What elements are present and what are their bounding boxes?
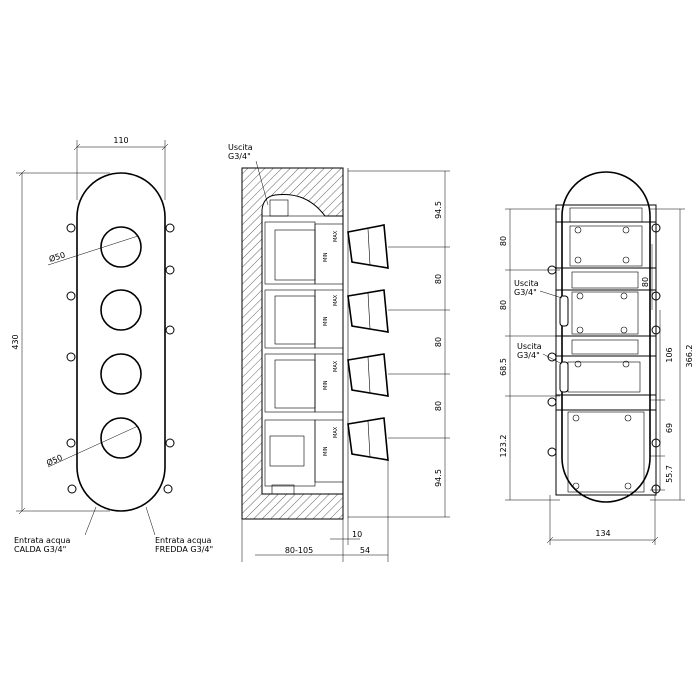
control-hole-1 — [100, 226, 142, 268]
back-outlet2-line1: Uscita — [517, 342, 542, 351]
outlet-label-line1: Uscita — [228, 143, 253, 152]
svg-text:80: 80 — [641, 277, 650, 287]
height-dim-text: 430 — [11, 334, 20, 349]
svg-text:80: 80 — [434, 337, 443, 347]
inlet-hot-line2: CALDA G3/4" — [14, 545, 66, 554]
inlet-cold-line1: Entrata acqua — [155, 536, 211, 545]
back-outlet1-line2: G3/4" — [514, 288, 537, 297]
back-view: 80 80 68.5 123.2 Uscita G3/4" Uscita G3/… — [499, 171, 694, 545]
knobs — [347, 224, 389, 461]
svg-text:80: 80 — [499, 236, 508, 246]
svg-text:MAX: MAX — [333, 230, 339, 242]
svg-text:69: 69 — [665, 423, 674, 433]
wall-section — [241, 167, 344, 520]
dim-10-text: 10 — [352, 530, 362, 539]
control-hole-4 — [100, 417, 142, 459]
svg-text:106: 106 — [665, 347, 674, 362]
back-right-dimensions: 80 106 366.2 69 55.7 — [641, 208, 694, 501]
svg-text:MIN: MIN — [323, 380, 329, 390]
max-min-labels: MAX MIN MAX MIN MAX MIN MAX MIN — [323, 230, 339, 456]
svg-text:MAX: MAX — [333, 426, 339, 438]
svg-text:MIN: MIN — [323, 446, 329, 456]
svg-text:68.5: 68.5 — [499, 358, 508, 376]
svg-text:MIN: MIN — [323, 316, 329, 326]
side-view: MAX MIN MAX MIN MAX MIN MAX MIN Uscita G… — [228, 143, 450, 562]
front-plate-outline — [76, 172, 166, 512]
svg-text:MAX: MAX — [333, 294, 339, 306]
control-hole-3 — [100, 353, 142, 395]
control-hole-2 — [100, 289, 142, 331]
dim-134-text: 134 — [595, 529, 610, 538]
dim-54-text: 54 — [360, 546, 370, 555]
back-plate-outline — [561, 171, 651, 503]
svg-text:80: 80 — [434, 274, 443, 284]
svg-text:MIN: MIN — [323, 252, 329, 262]
svg-text:94.5: 94.5 — [434, 469, 443, 487]
svg-text:366.2: 366.2 — [685, 345, 694, 368]
back-outlet2-line2: G3/4" — [517, 351, 540, 360]
svg-text:80: 80 — [499, 300, 508, 310]
inlet-hot-line1: Entrata acqua — [14, 536, 70, 545]
dia-bottom-text: Ø50 — [45, 452, 64, 468]
side-bottom-dimensions: 10 80-105 54 — [241, 460, 389, 562]
front-view: 110 430 Ø50 Ø50 Entrata acqua CALDA G3/4… — [11, 136, 213, 554]
dim-depth-text: 80-105 — [285, 546, 313, 555]
back-fixing-holes — [572, 226, 632, 490]
width-dim-text: 110 — [113, 136, 128, 145]
svg-text:55.7: 55.7 — [665, 465, 674, 483]
svg-text:94.5: 94.5 — [434, 201, 443, 219]
side-right-dimensions: 94.5 80 80 80 94.5 — [348, 170, 450, 518]
inlet-cold-line2: FREDDA G3/4" — [155, 545, 213, 554]
mounting-lugs — [66, 223, 175, 494]
back-lugs — [547, 223, 661, 494]
dia-top-text: Ø50 — [48, 250, 67, 264]
svg-text:MAX: MAX — [333, 360, 339, 372]
outlet-label-line2: G3/4" — [228, 152, 251, 161]
svg-text:123.2: 123.2 — [499, 435, 508, 458]
width-dimension: 110 — [73, 136, 169, 200]
valve-blocks — [264, 199, 344, 495]
back-bottom-dimension: 134 — [546, 495, 659, 545]
back-outlet1-line1: Uscita — [514, 279, 539, 288]
back-left-dimensions: 80 80 68.5 123.2 — [499, 208, 560, 501]
svg-text:80: 80 — [434, 401, 443, 411]
